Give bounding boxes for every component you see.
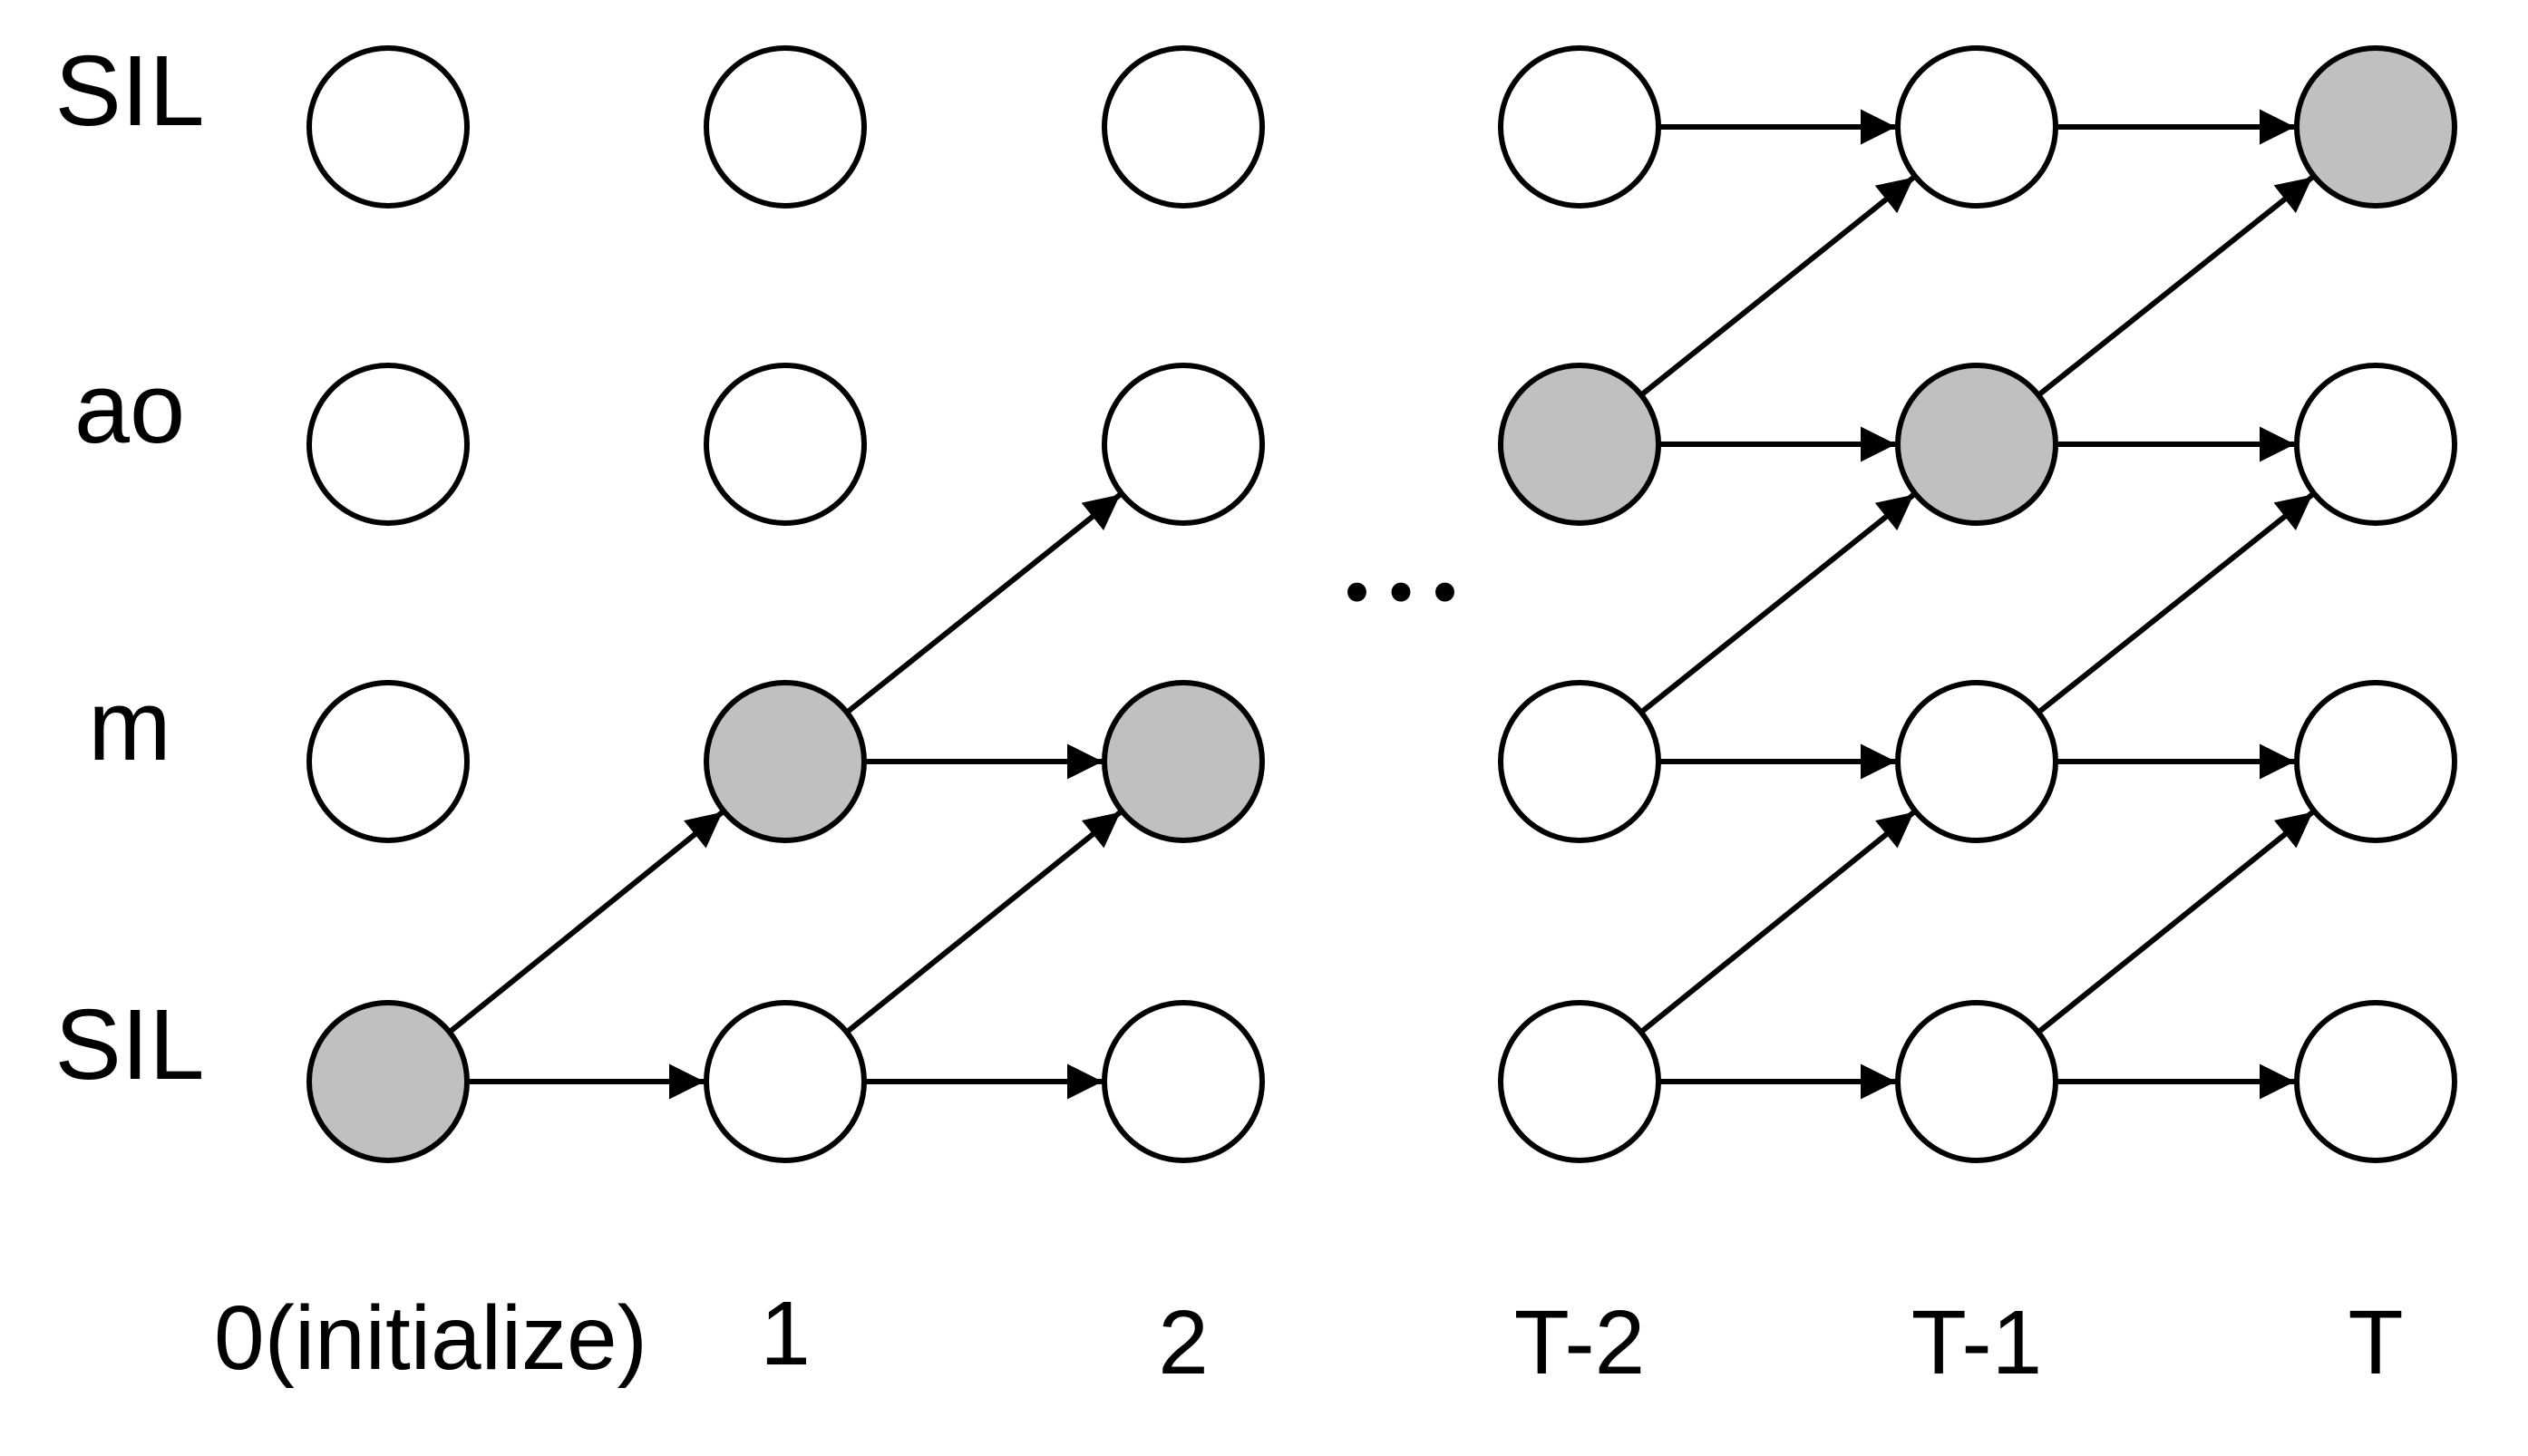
state-node-t-m xyxy=(2294,680,2457,843)
state-label-m: m xyxy=(88,670,171,781)
transition-edges xyxy=(447,109,2315,1100)
state-node-2-ao xyxy=(1102,363,1265,526)
ellipsis: ••• xyxy=(1337,556,1469,632)
state-node-2-m-highlighted xyxy=(1102,680,1265,843)
transition-arrow-1-sil-bottom-to-2-m xyxy=(844,810,1123,1034)
transition-arrow-t-2-sil-bottom-to-t-1-m xyxy=(1638,810,1916,1034)
time-labels: 0(initialize) 1 2 T-2 T-1 T xyxy=(214,1283,2404,1393)
state-labels: SIL ao m SIL xyxy=(54,35,204,1101)
time-label-t-2: T-2 xyxy=(1514,1292,1645,1393)
state-node-t-sil-top-highlighted xyxy=(2294,45,2457,209)
state-node-t-2-sil-bottom xyxy=(1498,1000,1661,1163)
state-label-sil-top: SIL xyxy=(54,35,204,147)
transition-arrow-0-sil-bottom-to-1-m xyxy=(447,810,724,1034)
state-node-t-2-sil-top xyxy=(1498,45,1661,209)
state-node-t-2-m xyxy=(1498,680,1661,843)
state-node-1-ao xyxy=(704,363,867,526)
transition-arrow-t-2-m-to-t-1-ao xyxy=(1639,492,1916,715)
transition-arrow-1-m-to-2-ao xyxy=(845,492,1123,715)
state-node-1-sil-bottom xyxy=(704,1000,867,1163)
transition-arrow-t-1-ao-to-t-sil-top xyxy=(2037,175,2315,398)
state-nodes xyxy=(306,45,2457,1163)
transition-arrow-t-1-sil-bottom-to-t-m xyxy=(2037,810,2315,1034)
state-node-2-sil-top xyxy=(1102,45,1265,209)
time-label-2: 2 xyxy=(1158,1292,1209,1393)
state-node-1-sil-top xyxy=(704,45,867,209)
state-node-0-sil-bottom-highlighted xyxy=(306,1000,470,1163)
time-label-t-1: T-1 xyxy=(1911,1292,2042,1393)
transition-arrow-t-2-ao-to-t-1-sil-top xyxy=(1639,175,1916,398)
transition-arrow-t-1-m-to-t-ao xyxy=(2037,492,2315,715)
time-label-t: T xyxy=(2348,1292,2403,1393)
state-label-ao: ao xyxy=(74,353,185,464)
state-node-t-ao xyxy=(2294,363,2457,526)
state-node-1-m-highlighted xyxy=(704,680,867,843)
state-node-t-1-m xyxy=(1895,680,2058,843)
state-label-sil-bottom: SIL xyxy=(54,989,204,1101)
state-node-2-sil-bottom xyxy=(1102,1000,1265,1163)
state-node-t-sil-bottom xyxy=(2294,1000,2457,1163)
state-node-t-1-sil-bottom xyxy=(1895,1000,2058,1163)
state-node-0-ao xyxy=(306,363,470,526)
state-node-t-1-ao-highlighted xyxy=(1895,363,2058,526)
time-label-1: 1 xyxy=(760,1283,811,1384)
state-node-0-m xyxy=(306,680,470,843)
state-node-t-1-sil-top xyxy=(1895,45,2058,209)
time-label-0: 0(initialize) xyxy=(214,1287,647,1389)
state-node-t-2-ao-highlighted xyxy=(1498,363,1661,526)
state-node-0-sil-top xyxy=(306,45,470,209)
